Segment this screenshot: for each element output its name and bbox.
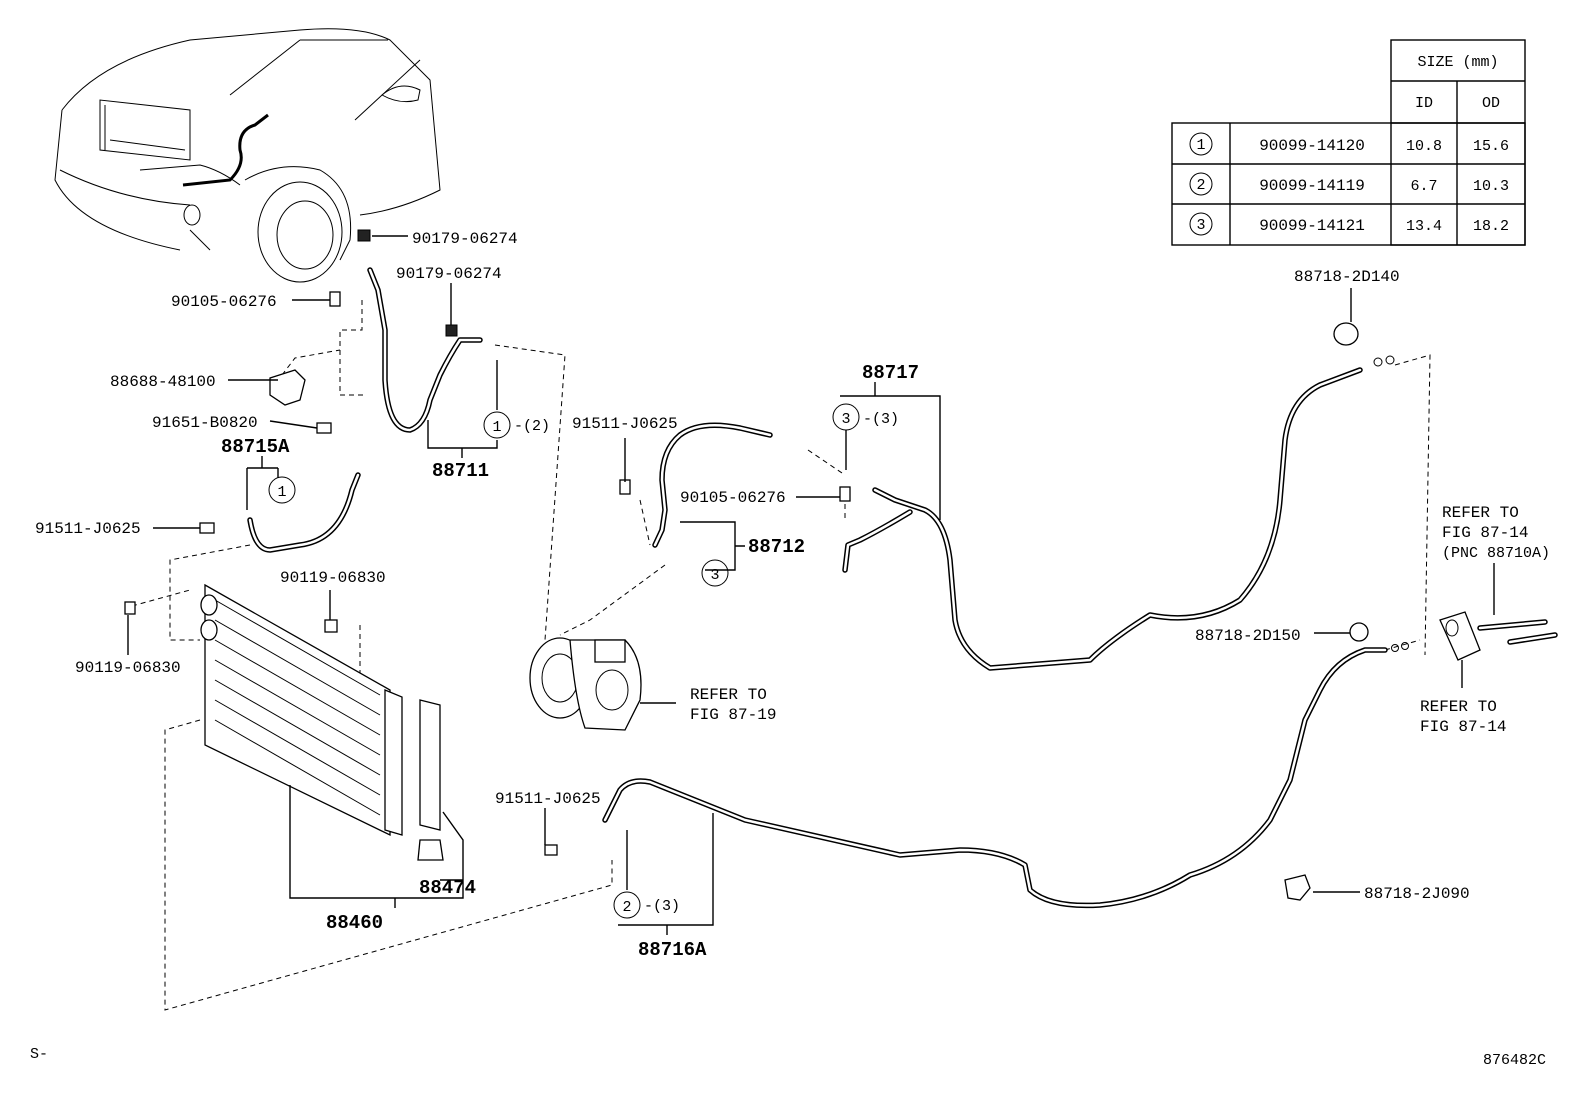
size-table-col-id: ID — [1415, 95, 1433, 112]
nut-90179-06274 — [357, 229, 371, 242]
row-od: 15.6 — [1473, 138, 1509, 155]
label-90179-06274: 90179-06274 — [412, 230, 518, 248]
label-88718-2d140: 88718-2D140 — [1294, 268, 1400, 286]
ref-circle-1 — [268, 476, 296, 504]
callout-leaders — [127, 235, 1495, 935]
row-ref: 3 — [1196, 217, 1205, 234]
size-table-col-od: OD — [1482, 95, 1500, 112]
ref-circle-3 — [701, 559, 729, 587]
label-90119-06830-b: 90119-06830 — [280, 569, 386, 587]
row-part-number: 90099-14119 — [1259, 177, 1365, 195]
bolt-90105-06276 — [329, 291, 341, 307]
size-table-header: SIZE (mm) — [1417, 54, 1498, 71]
ref-circle-1-label: 1 — [277, 484, 286, 501]
label-88712: 88712 — [748, 536, 805, 558]
label-91651-b0820: 91651-B0820 — [152, 414, 258, 432]
ref-circle-1-label: 1 — [492, 419, 501, 436]
bolt-91511-j0625-c — [544, 844, 558, 856]
vehicle-sketch — [54, 28, 441, 283]
label-refer-87-14-top-pnc: (PNC 88710A) — [1442, 545, 1550, 562]
label-91511-j0625-a: 91511-J0625 — [35, 520, 141, 538]
row-id: 10.8 — [1406, 138, 1442, 155]
refrigerant-pipes — [247, 267, 1558, 909]
row-part-number: 90099-14120 — [1259, 137, 1365, 155]
expansion-valve-block — [1439, 611, 1481, 661]
cap-88718-2d140 — [1333, 322, 1359, 346]
bolt-90119-06830-a — [124, 601, 136, 615]
label-88715a: 88715A — [221, 436, 290, 458]
ref-circle-3 — [832, 403, 860, 431]
bolt-90119-06830-b — [324, 619, 338, 633]
row-id: 13.4 — [1406, 218, 1442, 235]
component-parts — [124, 229, 1481, 901]
ref-circle-1 — [483, 411, 511, 439]
bolt-91511-j0625-a — [199, 522, 215, 534]
label-qty-3: -(3) — [863, 411, 899, 428]
row-id: 6.7 — [1410, 178, 1437, 195]
part-labels: 90179-06274 90179-06274 90105-06276 8868… — [30, 230, 1550, 1069]
label-88474: 88474 — [419, 877, 476, 899]
label-qty-2: -(2) — [514, 418, 550, 435]
label-91511-j0625-c: 91511-J0625 — [495, 790, 601, 808]
label-88718-2d150: 88718-2D150 — [1195, 627, 1301, 645]
label-refer-87-14-top-fig: FIG 87-14 — [1442, 524, 1528, 542]
ref-circle-3-label: 3 — [841, 411, 850, 428]
nut-90179-06274-b — [445, 324, 458, 337]
row-ref: 2 — [1196, 177, 1205, 194]
label-90119-06830-a: 90119-06830 — [75, 659, 181, 677]
pipe-88717 — [872, 367, 1363, 671]
ref-circle-3-label: 3 — [710, 567, 719, 584]
label-refer-87-19-fig: FIG 87-19 — [690, 706, 776, 724]
label-refer-87-14-bottom: REFER TO — [1420, 698, 1497, 716]
label-refer-87-19: REFER TO — [690, 686, 767, 704]
ref-circle-2 — [613, 891, 641, 919]
size-table-row: 2 90099-14119 6.7 10.3 — [1189, 172, 1509, 196]
label-88716a: 88716A — [638, 939, 707, 961]
bracket-88688-48100 — [269, 369, 306, 406]
label-88460: 88460 — [326, 912, 383, 934]
bolt-91511-j0625-b — [619, 479, 631, 495]
row-ref: 1 — [1196, 137, 1205, 154]
pipe-88711 — [367, 267, 483, 433]
label-88711: 88711 — [432, 460, 489, 482]
label-90179-06274-b: 90179-06274 — [396, 265, 502, 283]
label-88717: 88717 — [862, 362, 919, 384]
label-refer-87-14-top: REFER TO — [1442, 504, 1519, 522]
corner-mark: S- — [30, 1046, 48, 1063]
bolt-91651-b0820 — [316, 422, 332, 434]
label-refer-87-14-bottom-fig: FIG 87-14 — [1420, 718, 1506, 736]
label-88688-48100: 88688-48100 — [110, 373, 216, 391]
figure-code: 876482C — [1483, 1052, 1546, 1069]
pipe-88715A — [247, 472, 361, 553]
row-od: 10.3 — [1473, 178, 1509, 195]
label-90105-06276-b: 90105-06276 — [680, 489, 786, 507]
compressor — [529, 637, 642, 731]
label-90105-06276: 90105-06276 — [171, 293, 277, 311]
size-table-row: 3 90099-14121 13.4 18.2 — [1189, 212, 1509, 236]
clamp-88718-2j090 — [1284, 874, 1311, 901]
label-qty-3-b: -(3) — [644, 898, 680, 915]
row-od: 18.2 — [1473, 218, 1509, 235]
ref-circle-2-label: 2 — [622, 899, 631, 916]
row-part-number: 90099-14121 — [1259, 217, 1365, 235]
circled-references: 1 1 3 3 2 — [268, 403, 860, 919]
cap-88718-2d150 — [1349, 622, 1369, 642]
condenser-88460 — [200, 583, 403, 837]
bolt-90105-06276-b — [839, 486, 851, 502]
size-table: SIZE (mm) ID OD 1 90099-14120 10.8 15.6 … — [1171, 39, 1526, 246]
receiver-88474 — [419, 699, 441, 831]
label-88718-2j090: 88718-2J090 — [1364, 885, 1470, 903]
label-91511-j0625-b: 91511-J0625 — [572, 415, 678, 433]
size-table-row: 1 90099-14120 10.8 15.6 — [1189, 132, 1509, 156]
